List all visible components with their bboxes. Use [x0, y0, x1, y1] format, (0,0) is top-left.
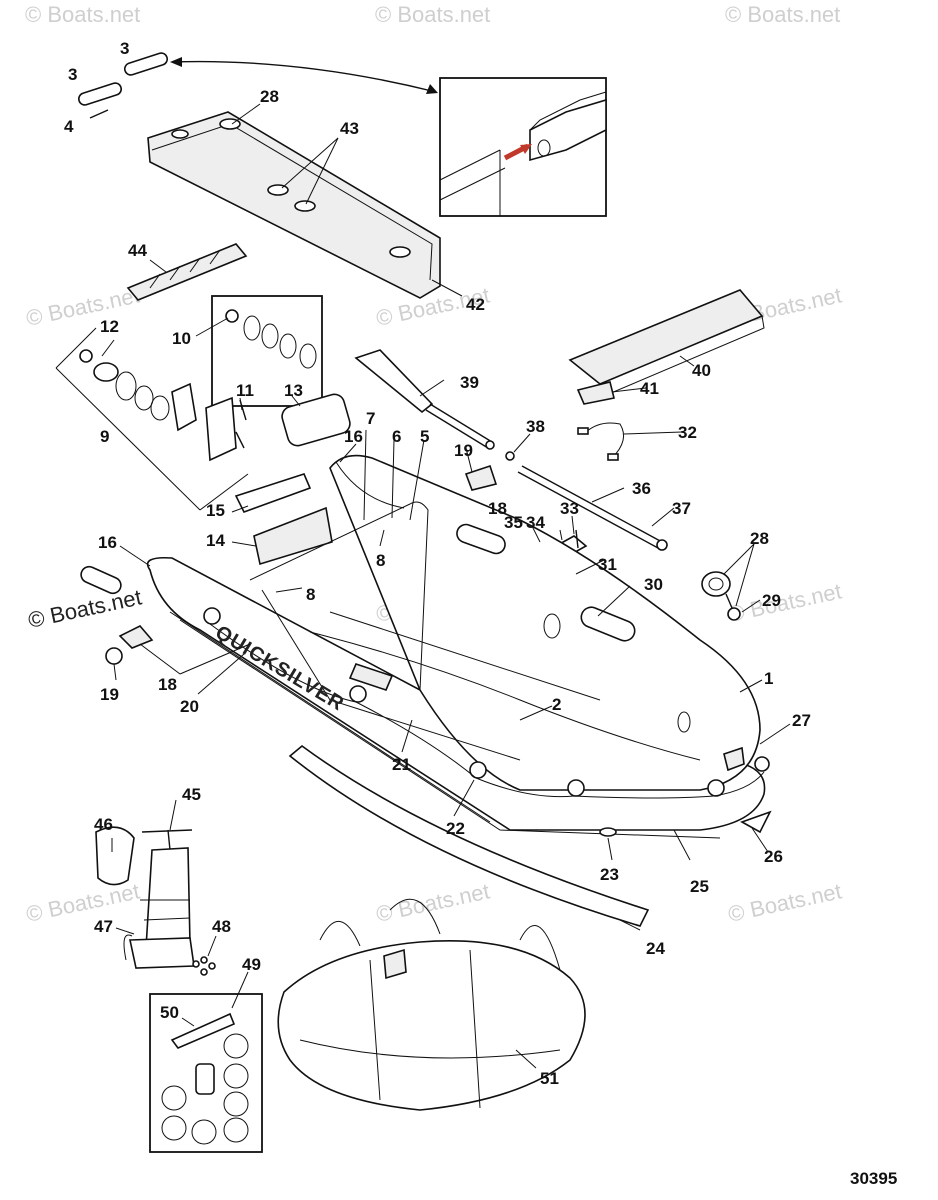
- callout-16: 16: [98, 533, 117, 552]
- callout-9: 9: [100, 427, 109, 446]
- callout-25: 25: [690, 877, 709, 896]
- watermark: © Boats.net: [24, 282, 142, 330]
- small-parts: [505, 381, 625, 461]
- watermark: © Boats.net: [725, 2, 840, 27]
- callout-14: 14: [206, 531, 225, 550]
- reference-arrow: [170, 57, 438, 94]
- callout-47: 47: [94, 917, 113, 936]
- callout-18: 18: [488, 499, 507, 518]
- watermark: © Boats.net: [726, 578, 844, 626]
- callout-49: 49: [242, 955, 261, 974]
- callout-33: 33: [560, 499, 579, 518]
- watermark: © Boats.net: [24, 878, 142, 926]
- callout-51: 51: [540, 1069, 559, 1088]
- callout-27: 27: [792, 711, 811, 730]
- watermark: © Boats.net: [374, 878, 492, 926]
- callout-28: 28: [750, 529, 769, 548]
- callout-12: 12: [100, 317, 119, 336]
- callout-41: 41: [640, 379, 659, 398]
- callout-32: 32: [678, 423, 697, 442]
- callout-31: 31: [598, 555, 617, 574]
- callout-36: 36: [632, 479, 651, 498]
- keel-strip: [288, 744, 650, 927]
- transom-brace: [234, 473, 333, 566]
- callout-4: 4: [64, 117, 74, 136]
- callout-30: 30: [644, 575, 663, 594]
- callout-39: 39: [460, 373, 479, 392]
- callout-6: 6: [392, 427, 401, 446]
- callout-3: 3: [120, 39, 129, 58]
- callout-23: 23: [600, 865, 619, 884]
- valve-assembly: [55, 327, 249, 511]
- callout-38: 38: [526, 417, 545, 436]
- callouts: 1 2 3 3 4 5 6 7 8 8 9 10 11 12 13 14 15 …: [64, 39, 811, 1088]
- callout-45: 45: [182, 785, 201, 804]
- foot-pump: [95, 826, 216, 976]
- valve-kit-box: [211, 295, 323, 407]
- oar-shaft: [517, 465, 668, 551]
- leader-lines: [101, 103, 791, 1069]
- watermark: © Boats.net: [26, 584, 144, 632]
- strip: [126, 243, 248, 301]
- callout-8: 8: [306, 585, 315, 604]
- callout-20: 20: [180, 697, 199, 716]
- callout-22: 22: [446, 819, 465, 838]
- callout-11: 11: [236, 381, 254, 400]
- repair-kit-box: [149, 993, 263, 1153]
- callout-29: 29: [762, 591, 781, 610]
- callout-34: 34: [526, 513, 545, 532]
- callout-8: 8: [376, 551, 385, 570]
- callout-35: 35: [504, 513, 523, 532]
- detail-inset: [439, 77, 607, 217]
- callout-50: 50: [160, 1003, 179, 1022]
- callout-46: 46: [94, 815, 113, 834]
- callout-2: 2: [552, 695, 561, 714]
- callout-19: 19: [100, 685, 119, 704]
- callout-37: 37: [672, 499, 691, 518]
- callout-42: 42: [466, 295, 485, 314]
- callout-18: 18: [158, 675, 177, 694]
- callout-1: 1: [764, 669, 773, 688]
- callout-5: 5: [420, 427, 429, 446]
- callout-13: 13: [284, 381, 303, 400]
- floor-board: [147, 111, 441, 299]
- inflation-valve: [701, 571, 741, 621]
- callout-10: 10: [172, 329, 191, 348]
- carry-bag: [277, 898, 586, 1111]
- callout-3: 3: [68, 65, 77, 84]
- diagram-id: 30395: [850, 1169, 897, 1188]
- callout-24: 24: [646, 939, 665, 958]
- callout-15: 15: [206, 501, 225, 520]
- floor-rods: [77, 52, 169, 119]
- seat: [568, 289, 765, 397]
- callout-44: 44: [128, 241, 147, 260]
- callout-48: 48: [212, 917, 231, 936]
- callout-28: 28: [260, 87, 279, 106]
- callout-16: 16: [344, 427, 363, 446]
- watermark: © Boats.net: [375, 2, 490, 27]
- loose-handles: [80, 464, 498, 665]
- watermark: © Boats.net: [726, 878, 844, 926]
- pouch: [281, 393, 351, 447]
- callout-26: 26: [764, 847, 783, 866]
- watermark: © Boats.net: [25, 2, 140, 27]
- callout-40: 40: [692, 361, 711, 380]
- callout-19: 19: [454, 441, 473, 460]
- callout-7: 7: [366, 409, 375, 428]
- oar: [354, 349, 495, 450]
- callout-21: 21: [392, 755, 411, 774]
- callout-43: 43: [340, 119, 359, 138]
